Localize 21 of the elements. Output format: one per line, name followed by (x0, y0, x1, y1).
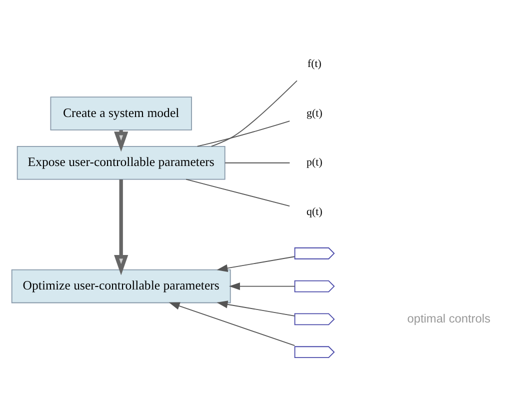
node-box: Create a system model (50, 96, 192, 130)
node-text: g(t) (306, 106, 322, 119)
node-text: f(t) (307, 57, 322, 70)
arrow (228, 282, 296, 290)
label: optimal controls (407, 310, 490, 325)
connector (186, 178, 290, 206)
connector (224, 162, 290, 163)
arrow (114, 179, 128, 275)
connector (196, 120, 290, 146)
node-wave (294, 312, 335, 325)
arrow (168, 302, 296, 346)
connector (210, 80, 298, 146)
node-text: q(t) (306, 206, 322, 218)
node-box: Expose user-controllable parameters (16, 145, 226, 180)
node-box: Optimize user-controllable parameters (11, 268, 231, 303)
node-wave (294, 246, 335, 259)
arrow (216, 300, 296, 316)
node-wave (294, 346, 335, 358)
node-text: p(t) (306, 156, 322, 168)
node-wave (294, 280, 335, 292)
arrow (216, 256, 296, 272)
